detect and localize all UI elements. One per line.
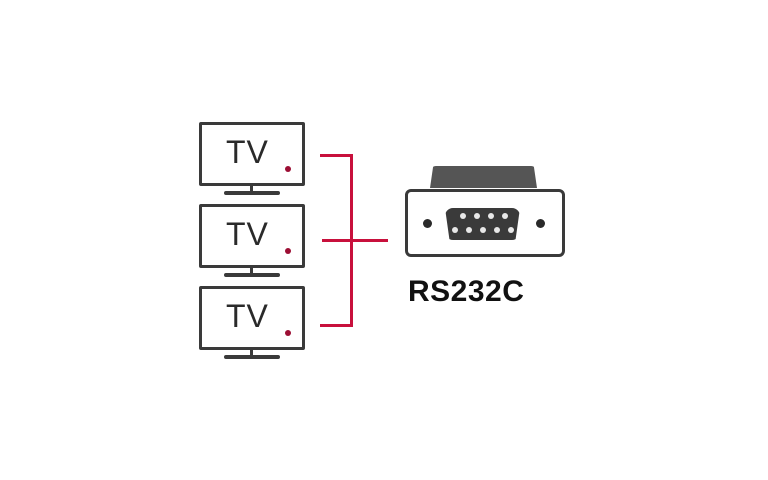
pin <box>494 227 500 233</box>
pin <box>488 213 494 219</box>
tv-label: TV <box>226 298 269 334</box>
connector-label: RS232C <box>408 275 525 308</box>
tv-label: TV <box>226 216 269 252</box>
link-line-middle <box>322 239 388 242</box>
power-indicator-dot <box>285 248 291 254</box>
pin <box>502 213 508 219</box>
tv-label: TV <box>226 134 269 170</box>
tv-stand-base <box>224 191 280 195</box>
tv-stand-base <box>224 355 280 359</box>
tv-screen-icon <box>199 204 305 268</box>
power-indicator-dot <box>285 330 291 336</box>
db9-port-icon <box>445 208 520 240</box>
tv-stand-neck <box>250 268 253 274</box>
tv-stand-base <box>224 273 280 277</box>
screw-left-icon <box>423 219 432 228</box>
tv-stand-neck <box>250 186 253 192</box>
screw-right-icon <box>536 219 545 228</box>
pin <box>508 227 514 233</box>
connector-hood <box>430 166 537 188</box>
pin <box>474 213 480 219</box>
pin <box>466 227 472 233</box>
power-indicator-dot <box>285 166 291 172</box>
tv-screen-icon <box>199 286 305 350</box>
pin <box>452 227 458 233</box>
pin <box>460 213 466 219</box>
tv-screen-icon <box>199 122 305 186</box>
tv-stand-neck <box>250 350 253 356</box>
link-line-bottom <box>320 324 353 327</box>
pin <box>480 227 486 233</box>
link-line-top <box>320 154 353 157</box>
